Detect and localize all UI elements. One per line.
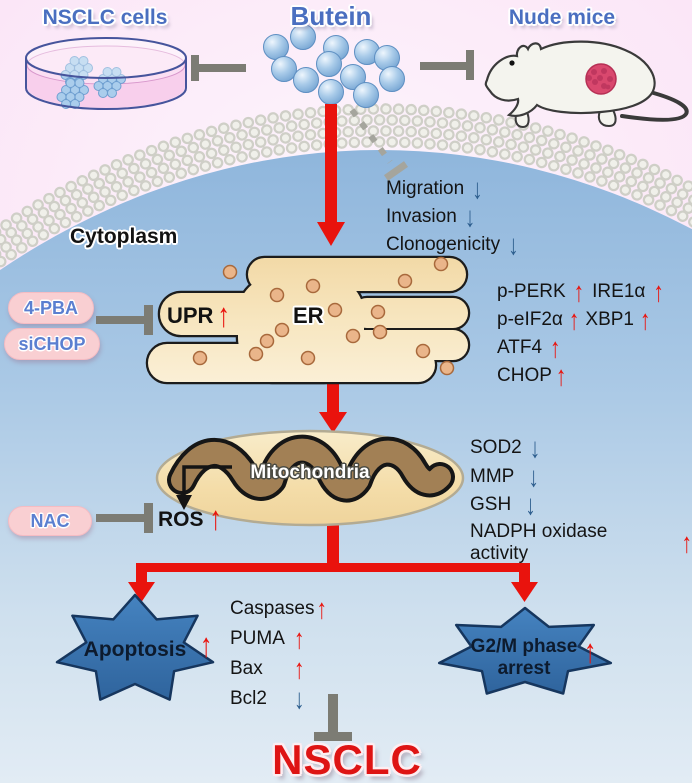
up-arrow-icon: ↑: [584, 632, 597, 671]
inhibitor-4pba: 4-PBA: [8, 292, 94, 324]
mouse-body: [484, 40, 656, 117]
up-arrow-icon: ↑: [550, 332, 561, 364]
down-arrow-icon: ↓: [472, 173, 483, 205]
er-marker-row-2: p-eIF2α ↑ XBP1 ↑: [497, 304, 651, 336]
marker-name: NADPH oxidase activity: [470, 521, 608, 564]
petri-dish: [25, 37, 187, 110]
cristae: [171, 438, 451, 499]
g2m-line1: G2/M phase: [470, 636, 578, 657]
up-arrow-icon: ↑: [200, 626, 213, 665]
membrane-effect-clonogenicity: Clonogenicity ↓: [386, 229, 519, 261]
ros-text: ROS: [158, 507, 204, 531]
up-arrow-icon: ↑: [217, 296, 230, 335]
mito-marker-row-1: SOD2 ↓: [470, 432, 541, 464]
butein-title: Butein: [290, 1, 372, 31]
mediator-bax: Bax ↑: [230, 653, 305, 685]
mediator-puma: PUMA ↑: [230, 623, 305, 655]
marker-name: MMP: [470, 466, 515, 487]
tbar-to-nsclc: [314, 694, 352, 741]
tumor: [585, 63, 617, 95]
nsclc-disease-label: NSCLC: [272, 736, 422, 783]
nsclc-cells-label: NSCLC cells: [42, 6, 168, 29]
mediator-name: PUMA: [230, 628, 285, 649]
up-arrow-icon: ↑: [555, 360, 567, 392]
ros-label: ROS ↑: [158, 502, 222, 536]
arrow-mito-to-branch: [327, 520, 339, 572]
marker-name: p-PERK: [497, 281, 566, 302]
er-marker-row-4: CHOP ↑: [497, 360, 567, 392]
upr-label: UPR ↑: [167, 298, 230, 332]
up-arrow-icon: ↑: [568, 304, 580, 336]
g2m-starburst: [437, 606, 613, 695]
effect-name: Clonogenicity: [386, 234, 501, 255]
cytoplasm-label: Cytoplasm: [70, 225, 178, 248]
up-arrow-icon: ↑: [573, 276, 585, 308]
tbar-to-mouse: [420, 50, 474, 80]
inhibitor-bars: [96, 50, 474, 741]
up-arrow-icon: ↑: [209, 499, 223, 538]
effect-name: Invasion: [386, 206, 457, 227]
apoptosis-starburst: [55, 593, 215, 701]
mouse-eye: [509, 60, 515, 66]
marker-name: SOD2: [470, 437, 522, 458]
mitochondria-label: Mitochondria: [250, 462, 370, 483]
er-marker-row-3: ATF4 ↑: [497, 332, 561, 364]
marker-name: ATF4: [497, 337, 543, 358]
g2m-label: G2/M phase arrest: [453, 636, 595, 680]
plasma-membrane: [0, 103, 692, 270]
ribosomes: [192, 256, 455, 376]
mediator-caspases: Caspases ↑: [230, 593, 328, 625]
mediator-name: Bax: [230, 658, 263, 679]
upr-text: UPR: [167, 303, 214, 328]
down-arrow-icon: ↓: [294, 683, 305, 715]
down-arrow-icon: ↓: [464, 201, 476, 233]
down-arrow-icon: ↓: [508, 229, 519, 261]
mito-marker-row-3: GSH ↓: [470, 489, 536, 521]
nude-mouse: [484, 40, 689, 129]
up-arrow-icon: ↑: [294, 653, 305, 685]
membrane-effect-invasion: Invasion ↓: [386, 201, 476, 233]
cell-colonies: [56, 56, 126, 109]
mediator-name: Bcl2: [230, 688, 267, 709]
marker-name: IRE1α: [592, 281, 646, 302]
mito-marker-row-2: MMP ↓: [470, 461, 539, 493]
tbar-to-upr: [96, 305, 153, 335]
down-arrow-icon: ↓: [528, 461, 539, 493]
arrow-butein-to-cell: [317, 104, 345, 246]
marker-name: p-eIF2α: [497, 309, 563, 330]
tbar-to-ros: [96, 503, 153, 533]
inhibitor-nac: NAC: [8, 506, 92, 536]
red-arrows: [128, 104, 538, 602]
g2m-line2: arrest: [497, 657, 551, 679]
membrane-effect-migration: Migration ↓: [386, 173, 483, 205]
tbar-to-dish: [191, 55, 246, 81]
arrow-mito-to-ros: [176, 465, 232, 510]
up-arrow-icon: ↑: [294, 623, 305, 655]
mediator-bcl2: Bcl2 ↓: [230, 683, 305, 715]
butein-molecules: [263, 24, 405, 108]
down-arrow-icon: ↓: [525, 489, 536, 521]
up-arrow-icon: ↑: [653, 276, 664, 308]
marker-name: CHOP: [497, 365, 552, 386]
mediator-name: Caspases: [230, 598, 315, 619]
dashed-inhibit-line: [349, 108, 409, 181]
nude-mice-label: Nude mice: [508, 6, 616, 29]
up-arrow-icon: ↑: [640, 304, 651, 336]
effect-name: Migration: [386, 178, 465, 199]
er-marker-row-1: p-PERK ↑ IRE1α ↑: [497, 276, 664, 308]
er-label: ER: [293, 303, 324, 328]
apoptosis-label: Apoptosis: [83, 638, 187, 661]
mitochondria-organelle: [155, 429, 465, 527]
mito-marker-row-4: NADPH oxidase activity ↑: [470, 521, 692, 565]
mouse-tail: [620, 90, 689, 122]
branch-arrow: [128, 563, 538, 602]
endoplasmic-reticulum: [145, 255, 471, 385]
down-arrow-icon: ↓: [529, 432, 541, 464]
up-arrow-icon: ↑: [316, 593, 328, 625]
marker-name: GSH: [470, 494, 512, 515]
inhibitor-sichop: siCHOP: [4, 328, 100, 360]
marker-name: XBP1: [585, 309, 634, 330]
up-arrow-icon: ↑: [681, 527, 692, 559]
